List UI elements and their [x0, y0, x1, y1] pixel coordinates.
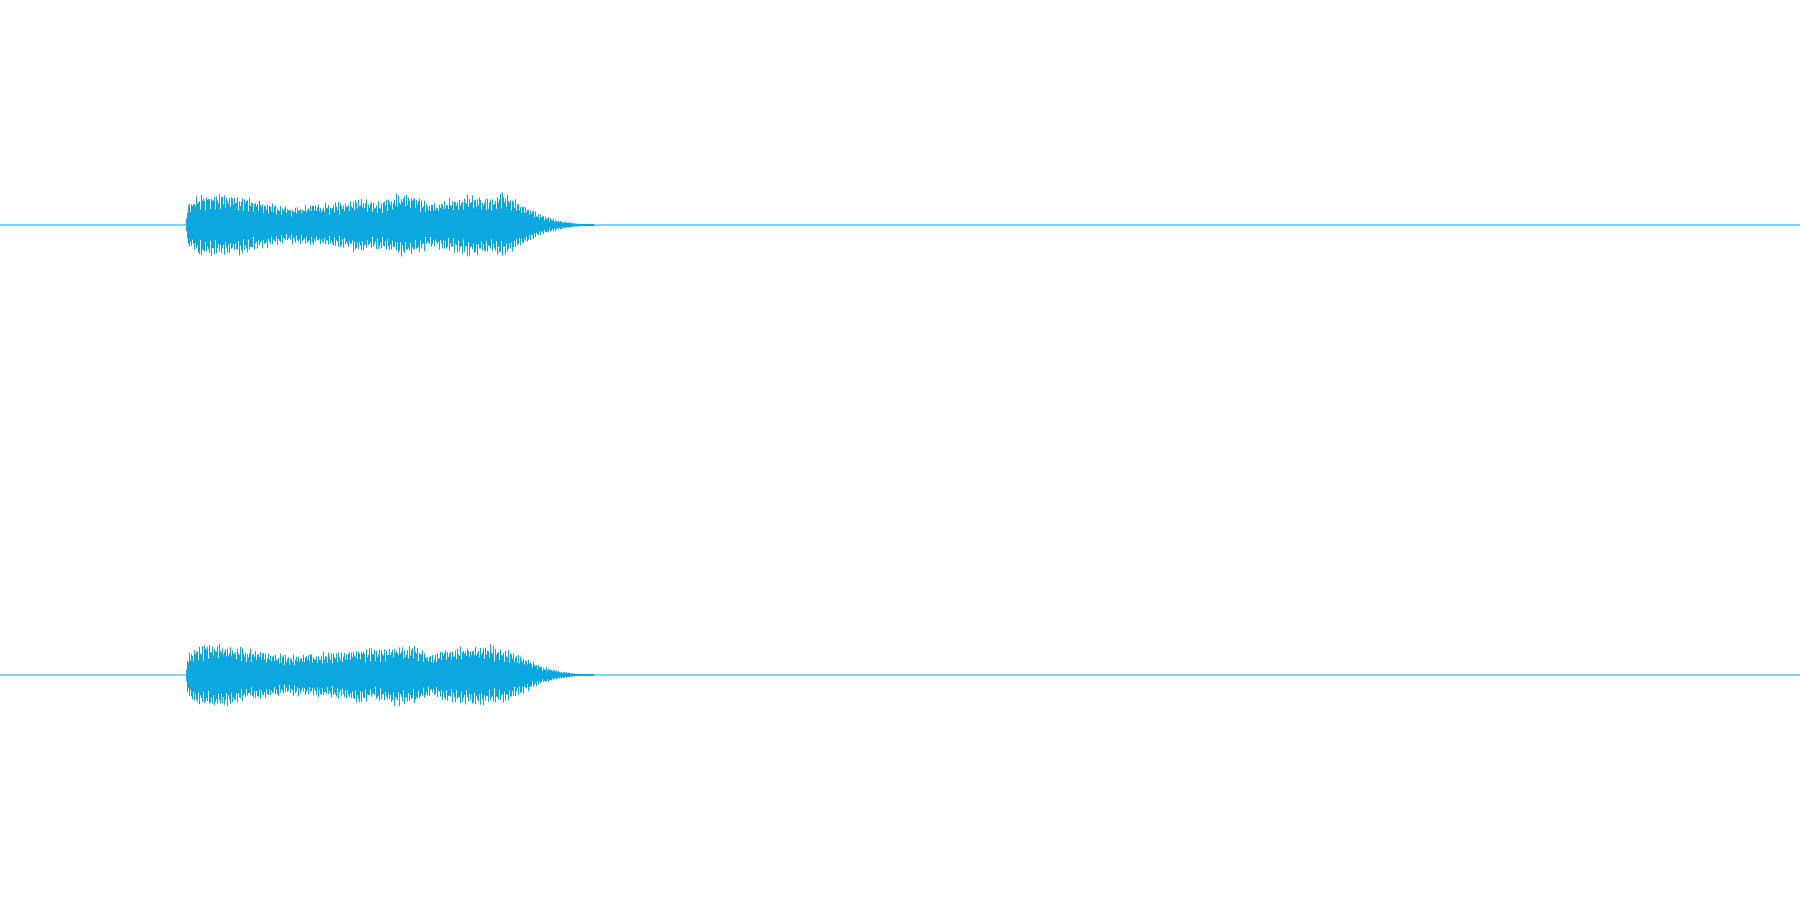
channel-waveform	[0, 192, 1800, 257]
channel-waveform	[0, 644, 1800, 707]
channel-layer	[0, 192, 1800, 707]
channel-signal	[186, 644, 594, 707]
channel-signal	[186, 192, 594, 257]
